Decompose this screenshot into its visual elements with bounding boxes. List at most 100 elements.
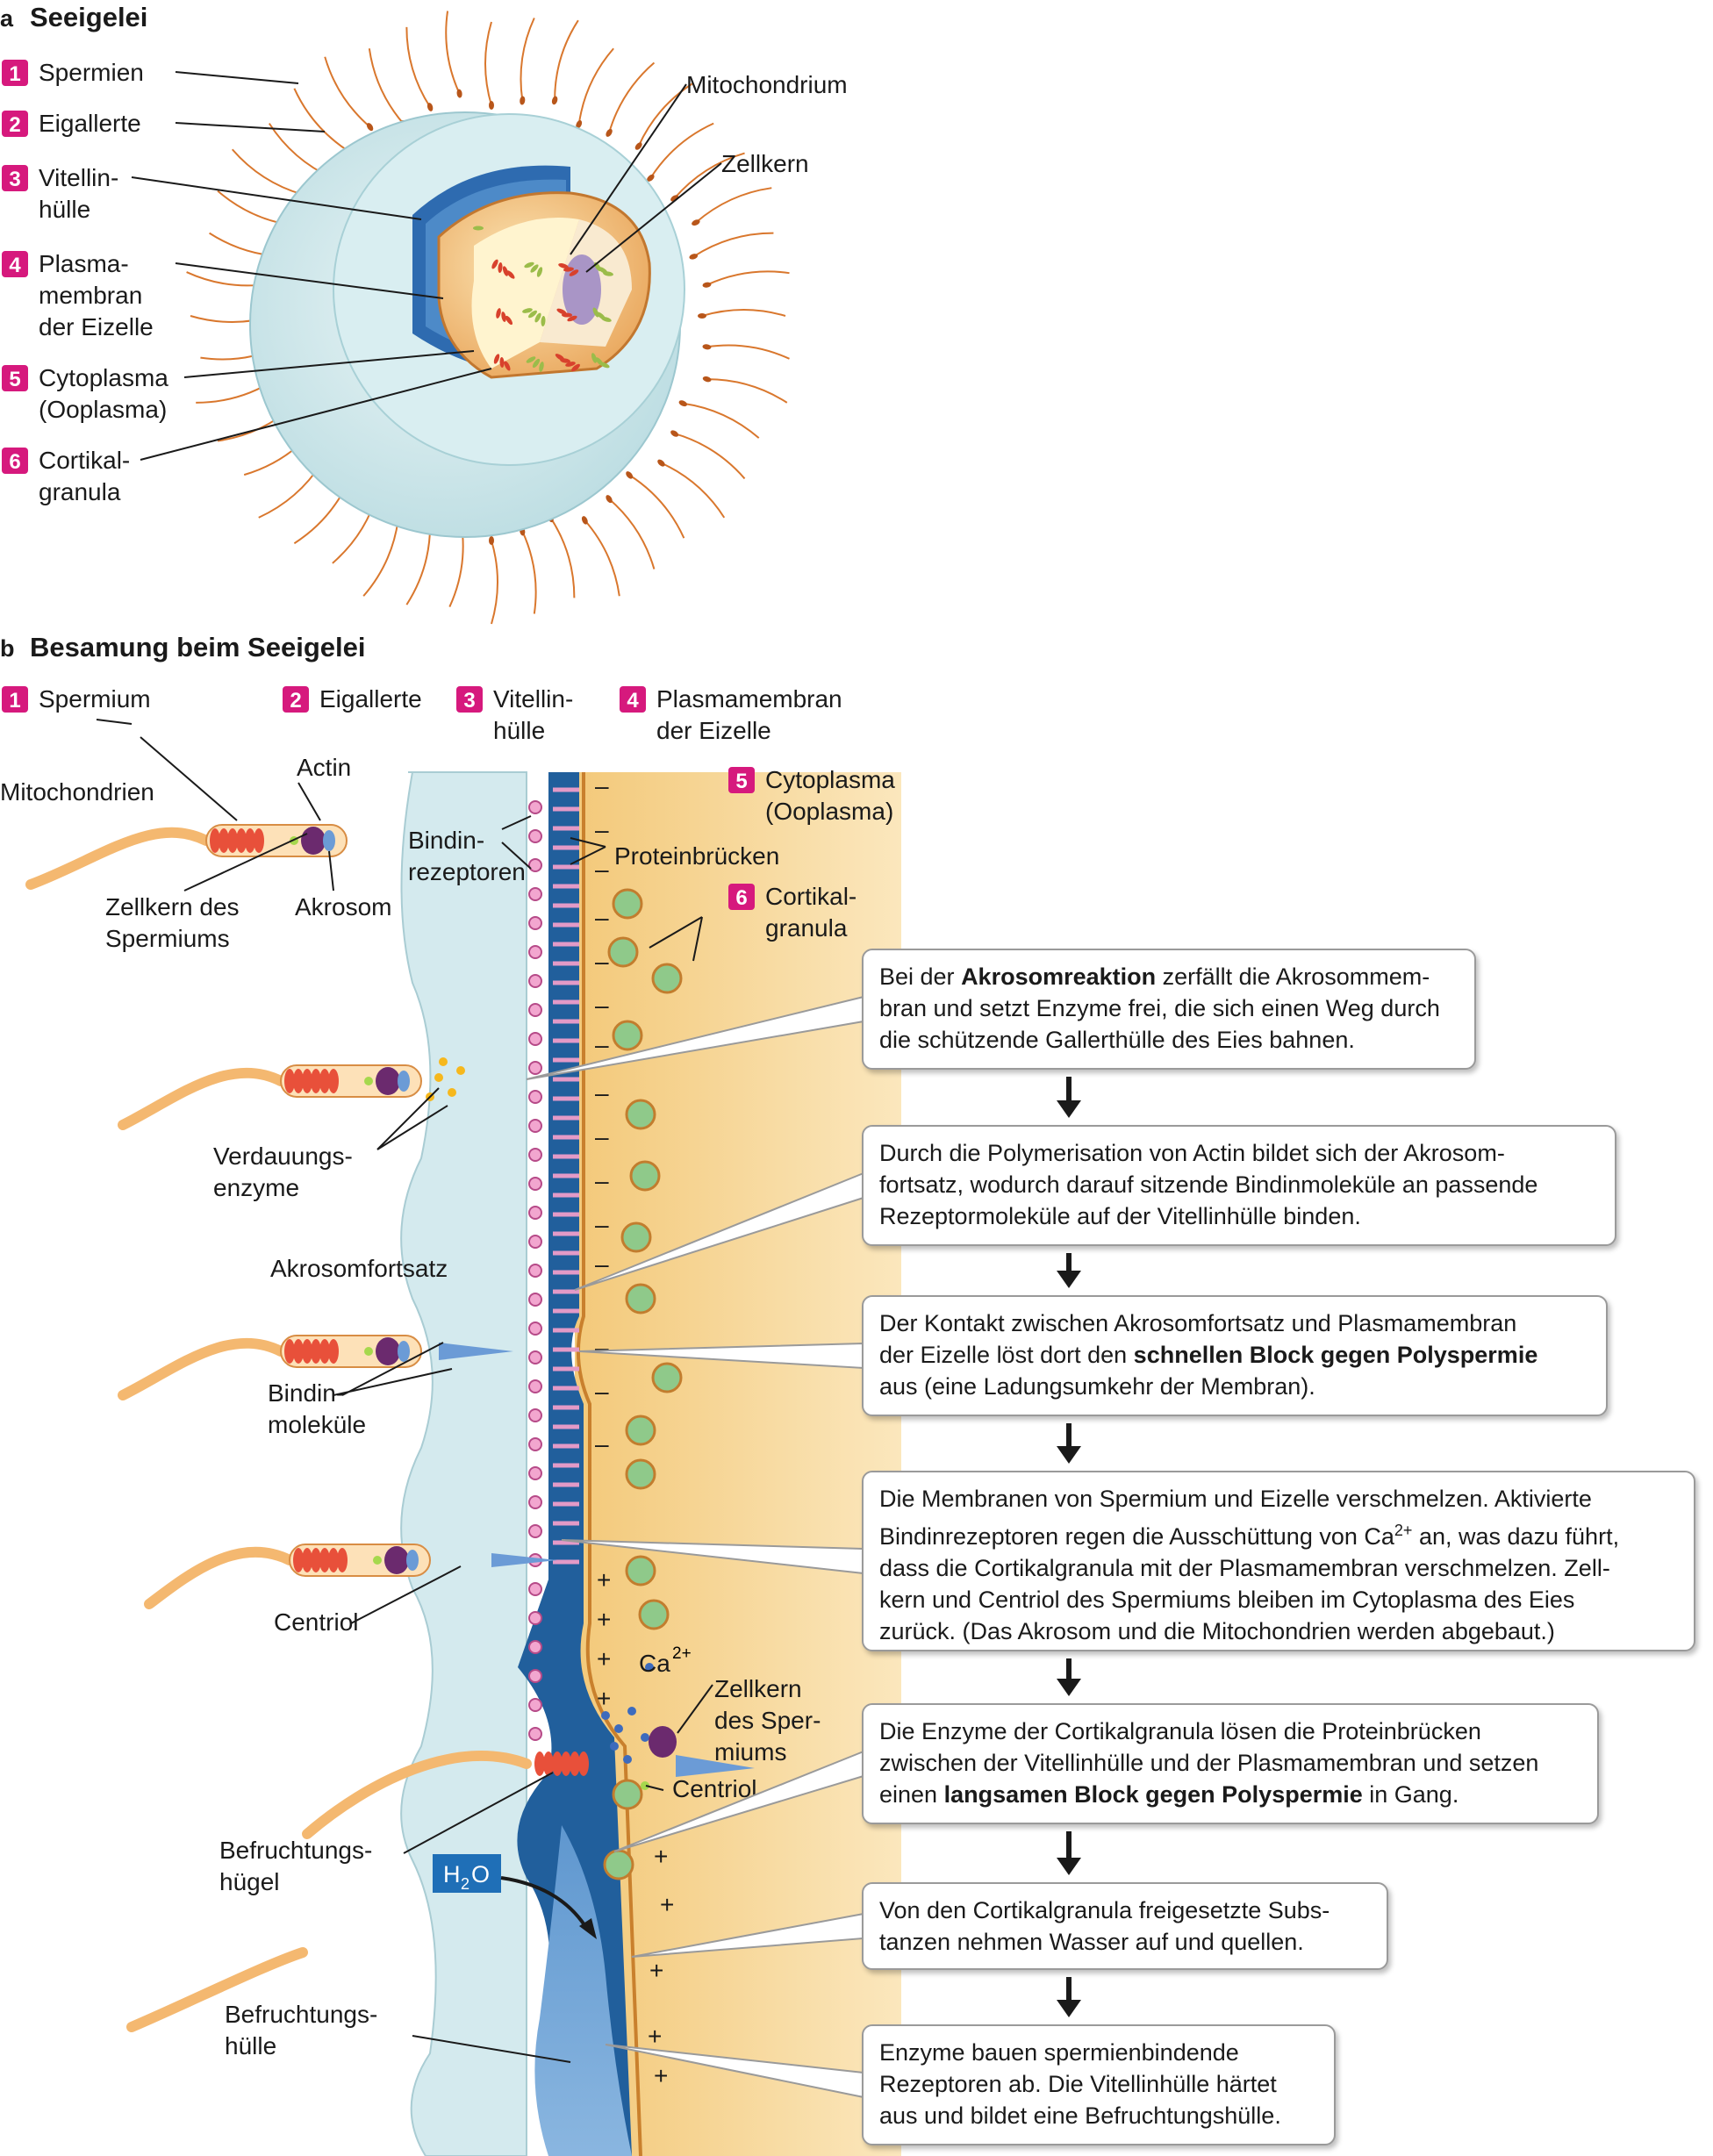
cortikalgranulum (625, 1555, 656, 1587)
step-text: der Eizelle löst dort den (879, 1342, 1134, 1368)
calcium-ion (627, 1707, 636, 1715)
charge-plus: + (649, 1957, 663, 1984)
badge-a-1-number: 1 (9, 62, 20, 86)
mitochondrium (552, 1751, 563, 1776)
mitochondrium-dot (569, 269, 579, 276)
spermien-sequence (25, 824, 755, 2032)
mitochondrium (570, 1751, 580, 1776)
charge-plus: + (597, 1685, 611, 1712)
verdauungsenzym (434, 1073, 443, 1082)
spermium-tail (608, 498, 656, 569)
spermium-tail (692, 232, 774, 258)
label-b-2: Eigallerte (319, 685, 422, 713)
leader-line (501, 842, 532, 870)
spermium-tail (25, 827, 211, 890)
step-box-1: Bei der Akrosomreaktion zerfällt die Akr… (862, 949, 1476, 1070)
leader-line (140, 736, 238, 821)
step-arrowhead (1057, 1858, 1081, 1875)
spermium-tail (683, 402, 760, 439)
calcium-ion (641, 1733, 649, 1742)
panel-b: b Besamung beim Seeigelei ––––––––––––––… (0, 632, 1081, 2156)
label-b-1: Spermium (39, 685, 151, 713)
label-akrosom: Akrosom (295, 893, 391, 920)
bindinrezeptor (528, 1090, 542, 1104)
charge-plus: + (648, 2023, 662, 2050)
h2o-arrowhead (579, 1918, 597, 1939)
verdauungsenzym (456, 1066, 465, 1075)
step-text: aus und bildet eine Befruchtungshülle. (879, 2102, 1281, 2129)
step-text: Durch die Polymerisation von Actin bilde… (879, 1140, 1505, 1166)
badge-a-1 (2, 60, 28, 86)
step-arrowhead (1057, 1100, 1081, 1118)
mitochondrium (293, 1339, 304, 1364)
leader-line (649, 916, 703, 949)
charge-minus: – (595, 1123, 609, 1150)
label-zellkern-des-spermiums: Spermiums (105, 925, 230, 952)
mitochondrium (319, 1339, 330, 1364)
spermium-tail (661, 462, 726, 519)
leader-line (341, 1342, 444, 1396)
bindinrezeptor (528, 800, 542, 814)
label-verdauungsenzyme: enzyme (213, 1174, 299, 1201)
centriol (373, 1556, 382, 1565)
spermium-tail (491, 540, 498, 625)
leader-line (403, 1772, 554, 1854)
spermium-tail (231, 148, 303, 196)
mitochondrium-dot (558, 263, 569, 269)
akrosom (406, 1550, 419, 1571)
cortikalgranulum (625, 1415, 656, 1446)
label-h2o-sub: 2 (461, 1875, 469, 1893)
bindinrezeptor (528, 1119, 542, 1133)
label-a-3: Vitellin- (39, 164, 118, 191)
mitochondrium (328, 1548, 339, 1572)
zellkern-spermium (376, 1337, 400, 1365)
step-arrowhead (1057, 1271, 1081, 1288)
charge-minus: – (595, 816, 609, 843)
step-text: Rezeptormoleküle auf der Vitellinhülle b… (879, 1203, 1361, 1229)
mitochondrium (210, 828, 220, 853)
mitochondrium (293, 1069, 304, 1093)
centriol-internal (641, 1781, 649, 1790)
label-a-4: der Eizelle (39, 313, 154, 340)
mitochondrium-dot (565, 362, 576, 367)
bindinrezeptor (528, 1293, 542, 1307)
mitochondrium (311, 1069, 321, 1093)
spermium-head (606, 495, 613, 504)
panel-b-letter: b (0, 635, 15, 662)
bindinrezeptor (528, 887, 542, 901)
step-text: aus (eine Ladungsumkehr der Membran). (879, 1373, 1315, 1400)
mitochondrium-dot (541, 316, 546, 326)
label-a-3: hülle (39, 196, 90, 223)
mitochondrium (534, 1751, 545, 1776)
step-text: einen (879, 1781, 944, 1808)
mitochondrium-dot (505, 315, 513, 326)
mitochondrium-dot (498, 262, 503, 273)
akrosom (323, 830, 335, 851)
leader-line (140, 368, 492, 461)
spermium-head (702, 376, 712, 383)
label-ca-sup: 2+ (672, 1644, 692, 1663)
label-zellkern-des-spermiums-2: Zellkern (714, 1675, 802, 1702)
leader-line (328, 850, 334, 892)
spermium-tail (484, 21, 492, 106)
centriol (364, 1347, 373, 1356)
mitochondrium-dot (530, 264, 539, 273)
bindinrezeptor (528, 916, 542, 930)
badge-b-5-number: 5 (735, 770, 747, 793)
bindinrezeptor (528, 1727, 542, 1741)
label-bindinmolekuele: Bindin- (268, 1379, 344, 1407)
bindinrezeptor (528, 829, 542, 843)
step-text: zerfällt die Akrosommem- (1156, 963, 1430, 990)
badge-b-2-number: 2 (290, 689, 301, 713)
label-actin: Actin (297, 754, 351, 781)
badge-a-4 (2, 251, 28, 277)
spermium-tail (521, 531, 537, 614)
leader-line (570, 846, 606, 865)
label-zellkern-des-spermiums-2: miums (714, 1738, 786, 1766)
spermium-head (692, 219, 700, 226)
spermium-tail-detached (126, 1947, 308, 2032)
spermium-tail (674, 433, 746, 480)
charge-minus: – (595, 1378, 609, 1405)
mitochondrium (337, 1548, 348, 1572)
